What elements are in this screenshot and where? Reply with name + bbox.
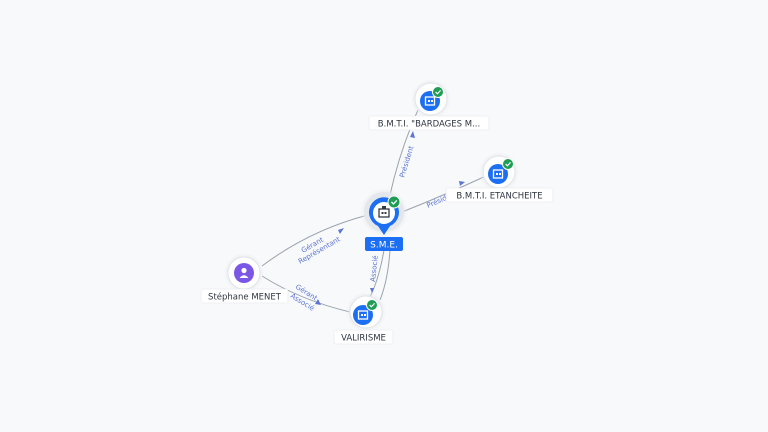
node-label-box — [333, 329, 394, 345]
edge-arrow — [459, 181, 465, 186]
node-label-box — [365, 237, 403, 251]
edge-arrow — [410, 131, 415, 138]
building-icon — [488, 164, 508, 184]
edge-label: Associé — [369, 255, 380, 282]
edge-arrow — [338, 228, 344, 234]
check-badge-icon — [366, 299, 378, 311]
node-valirisme[interactable]: VALIRISME — [333, 292, 394, 345]
building-icon — [378, 206, 390, 218]
node-label: VALIRISME — [341, 334, 386, 344]
node-bardages[interactable]: B.M.T.I. "BARDAGES M... — [368, 79, 490, 131]
node-label: B.M.T.I. ETANCHEITE — [456, 192, 542, 202]
edge-menet-sme[interactable]: Gérant Représentant — [261, 214, 369, 267]
node-label-box — [368, 115, 490, 131]
check-badge-icon — [502, 158, 514, 170]
node-sme-center[interactable]: S.M.E. — [360, 188, 408, 251]
building-icon — [353, 305, 373, 325]
check-badge-icon — [387, 195, 401, 209]
node-menet[interactable]: Stéphane MENET — [200, 253, 289, 304]
check-badge-icon — [432, 86, 444, 98]
node-label: S.M.E. — [370, 241, 398, 251]
node-label: Stéphane MENET — [208, 292, 282, 303]
node-label-box — [445, 187, 554, 203]
edge-label: Président — [398, 145, 415, 179]
node-etancheite[interactable]: B.M.T.I. ETANCHEITE — [445, 152, 554, 203]
node-label-box — [200, 288, 289, 304]
edge-arrow — [315, 299, 321, 305]
node-label: B.M.T.I. "BARDAGES M... — [378, 120, 480, 130]
edge-arrow — [370, 288, 374, 293]
user-icon — [234, 263, 254, 283]
